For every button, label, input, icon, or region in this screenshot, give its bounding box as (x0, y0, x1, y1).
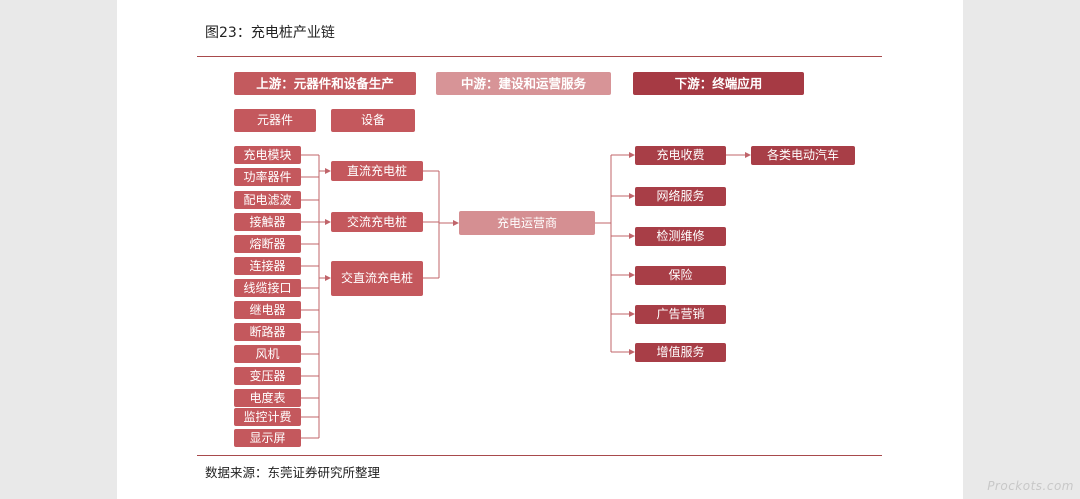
service-charging-fee: 充电收费 (635, 146, 726, 165)
component-item: 显示屏 (234, 429, 301, 447)
component-item: 连接器 (234, 257, 301, 275)
bottom-rule (197, 455, 882, 456)
component-item: 线缆接口 (234, 279, 301, 297)
component-item: 断路器 (234, 323, 301, 341)
category-components: 元器件 (234, 109, 316, 132)
component-item: 变压器 (234, 367, 301, 385)
service-value-added: 增值服务 (635, 343, 726, 362)
component-item: 风机 (234, 345, 301, 363)
component-item: 接触器 (234, 213, 301, 231)
component-item: 电度表 (234, 389, 301, 407)
charging-operator: 充电运营商 (459, 211, 595, 235)
upstream-header: 上游：元器件和设备生产 (234, 72, 416, 95)
watermark: Prockots.com (987, 479, 1074, 493)
service-inspection-repair: 检测维修 (635, 227, 726, 246)
figure-title: 图23：充电桩产业链 (205, 25, 335, 41)
category-equipment: 设备 (331, 109, 415, 132)
equipment-acdc-charger: 交直流充电桩 (331, 261, 423, 296)
component-item: 熔断器 (234, 235, 301, 253)
component-item: 充电模块 (234, 146, 301, 164)
component-item: 监控计费 (234, 408, 301, 426)
service-network: 网络服务 (635, 187, 726, 206)
component-item: 功率器件 (234, 168, 301, 186)
service-insurance: 保险 (635, 266, 726, 285)
source-note: 数据来源：东莞证券研究所整理 (205, 465, 381, 480)
top-rule (197, 56, 882, 57)
service-advertising: 广告营销 (635, 305, 726, 324)
equipment-dc-charger: 直流充电桩 (331, 161, 423, 181)
midstream-header: 中游：建设和运营服务 (436, 72, 611, 95)
component-item: 配电滤波 (234, 191, 301, 209)
component-item: 继电器 (234, 301, 301, 319)
downstream-header: 下游：终端应用 (633, 72, 804, 95)
equipment-ac-charger: 交流充电桩 (331, 212, 423, 232)
end-user-evs: 各类电动汽车 (751, 146, 855, 165)
